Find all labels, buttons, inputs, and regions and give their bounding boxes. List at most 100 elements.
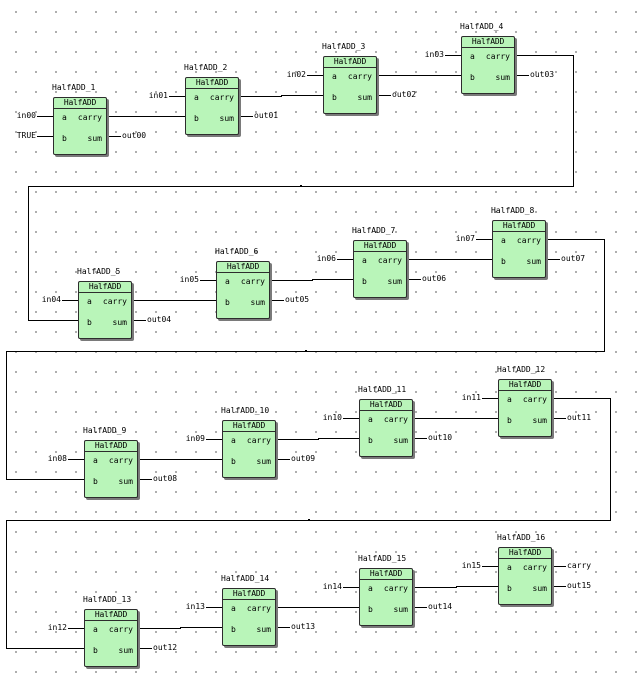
block-instance-name: HalfADD_1: [52, 83, 96, 92]
block-type-label: HalfADD: [223, 589, 275, 600]
pin-sum-label: sum: [393, 436, 408, 445]
block-instance-name: HalfADD_14: [221, 574, 270, 583]
pin-sum-label: sum: [118, 477, 133, 486]
output-sum-variable[interactable]: out12: [153, 643, 178, 652]
pin-a-label: a: [87, 297, 92, 306]
output-carry-variable[interactable]: carry: [567, 561, 592, 570]
output-sum-variable[interactable]: out01: [254, 111, 279, 120]
pin-sum-label: sum: [256, 457, 271, 466]
pin-carry-label: carry: [377, 256, 402, 265]
block-instance-name: HalfADD_7: [352, 226, 396, 235]
input-a-variable[interactable]: in00: [16, 111, 36, 120]
input-a-variable[interactable]: in03: [424, 50, 444, 59]
output-sum-variable[interactable]: out04: [147, 315, 172, 324]
pin-sum-label: sum: [357, 93, 372, 102]
output-sum-variable[interactable]: out00: [122, 131, 147, 140]
output-sum-variable[interactable]: out03: [530, 70, 555, 79]
block-instance-name: HalfADD_16: [497, 533, 546, 542]
output-sum-variable[interactable]: out06: [422, 274, 447, 283]
input-a-variable[interactable]: in07: [455, 234, 475, 243]
block-type-label: HalfADD: [223, 421, 275, 432]
input-a-variable[interactable]: in04: [41, 295, 61, 304]
pin-b-label: b: [368, 436, 373, 445]
block-instance-name: HalfADD_5: [77, 267, 121, 276]
pin-a-label: a: [368, 415, 373, 424]
pin-b-label: b: [362, 277, 367, 286]
input-a-variable[interactable]: in08: [47, 454, 67, 463]
input-a-variable[interactable]: in15: [461, 561, 481, 570]
input-a-variable[interactable]: in06: [316, 254, 336, 263]
pin-carry-label: carry: [108, 456, 133, 465]
output-sum-variable[interactable]: out09: [291, 454, 316, 463]
input-a-variable[interactable]: in13: [185, 602, 205, 611]
output-sum-variable[interactable]: out14: [428, 602, 453, 611]
input-a-variable[interactable]: in01: [148, 91, 168, 100]
output-sum-variable[interactable]: out05: [285, 295, 310, 304]
output-sum-variable[interactable]: out13: [291, 622, 316, 631]
input-a-variable[interactable]: in12: [47, 623, 67, 632]
carry-chain-wire: [270, 279, 353, 281]
pin-sum-label: sum: [393, 605, 408, 614]
output-sum-variable[interactable]: out11: [567, 413, 592, 422]
output-sum-variable[interactable]: out07: [561, 254, 586, 263]
pin-carry-label: carry: [522, 395, 547, 404]
block-type-label: HalfADD: [85, 610, 137, 621]
block-instance-name: HalfADD_4: [460, 22, 504, 31]
pin-sum-label: sum: [495, 73, 510, 82]
input-a-variable[interactable]: in05: [179, 275, 199, 284]
block-type-label: HalfADD: [324, 57, 376, 68]
input-a-variable[interactable]: in11: [461, 393, 481, 402]
pin-a-label: a: [507, 395, 512, 404]
block-type-label: HalfADD: [54, 98, 106, 109]
wire-junction-marker: [308, 519, 310, 521]
pin-carry-label: carry: [240, 277, 265, 286]
wire-junction-marker: [300, 185, 302, 187]
block-type-label: HalfADD: [186, 78, 238, 89]
pin-a-label: a: [225, 277, 230, 286]
pin-sum-label: sum: [250, 298, 265, 307]
pin-a-label: a: [93, 625, 98, 634]
block-instance-name: HalfADD_2: [184, 63, 228, 72]
output-sum-variable[interactable]: out10: [428, 433, 453, 442]
output-sum-variable[interactable]: out08: [153, 474, 178, 483]
pin-a-label: a: [93, 456, 98, 465]
block-type-label: HalfADD: [360, 569, 412, 580]
input-a-variable[interactable]: in14: [322, 582, 342, 591]
pin-b-label: b: [332, 93, 337, 102]
pin-carry-label: carry: [347, 72, 372, 81]
block-instance-name: HalfADD_13: [83, 595, 132, 604]
output-sum-variable[interactable]: out02: [392, 90, 417, 99]
pin-sum-label: sum: [118, 646, 133, 655]
pin-carry-label: carry: [246, 436, 271, 445]
block-instance-name: HalfADD_11: [358, 385, 407, 394]
input-a-variable[interactable]: in02: [286, 70, 306, 79]
pin-b-label: b: [93, 646, 98, 655]
pin-sum-label: sum: [532, 584, 547, 593]
pin-carry-label: carry: [383, 584, 408, 593]
block-instance-name: HalfADD_10: [221, 406, 270, 415]
input-b-variable[interactable]: TRUE: [16, 131, 36, 140]
block-type-label: HalfADD: [85, 441, 137, 452]
input-a-variable[interactable]: in09: [185, 434, 205, 443]
pin-sum-label: sum: [532, 416, 547, 425]
input-a-variable[interactable]: in10: [322, 413, 342, 422]
pin-carry-label: carry: [246, 604, 271, 613]
output-sum-variable[interactable]: out15: [567, 581, 592, 590]
